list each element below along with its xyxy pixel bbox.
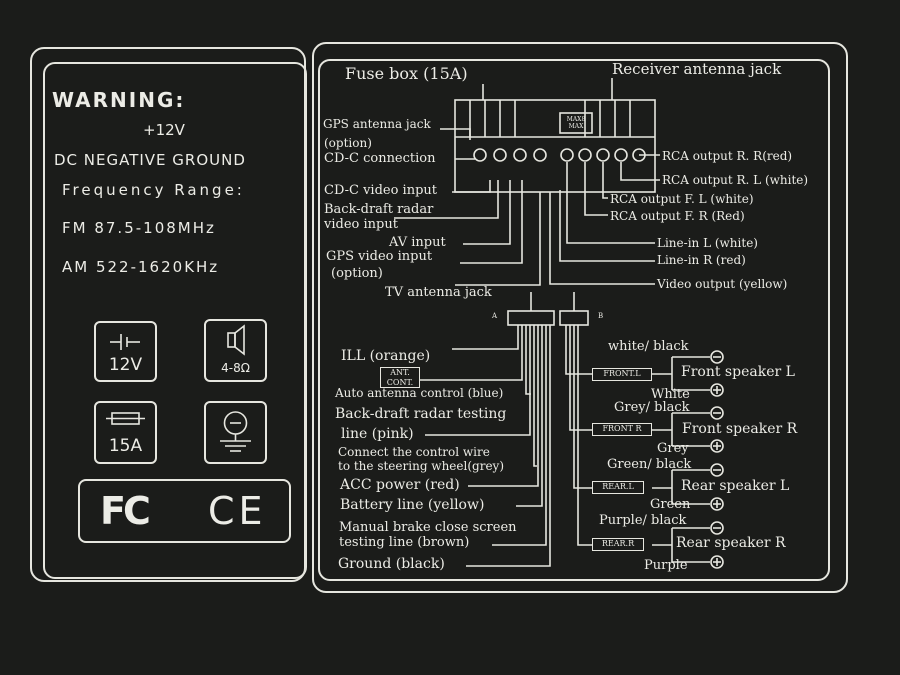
front-r-speaker-label: Front speaker R <box>682 421 798 437</box>
voltage-text: +12V <box>143 121 185 139</box>
rear-r-speaker-label: Rear speaker R <box>676 535 786 551</box>
steering-wire-label-2: to the steering wheel(grey) <box>338 459 505 473</box>
rca-rr-label: RCA output R. R(red) <box>662 149 793 163</box>
rca-fr-label: RCA output F. R (Red) <box>610 209 745 223</box>
battery-icon <box>110 334 140 350</box>
rca-rl-label: RCA output R. L (white) <box>662 173 809 187</box>
line-in-r-label: Line-in R (red) <box>657 253 746 267</box>
fm-range-text: FM 87.5-108MHz <box>62 219 216 237</box>
minus-icon <box>710 463 724 477</box>
minus-icon <box>710 350 724 364</box>
gps-video-option-label: (option) <box>331 266 383 281</box>
harness-a-wires <box>420 325 551 567</box>
connector-a-label: A <box>492 312 498 320</box>
fcc-logo: FC <box>100 489 151 533</box>
rear-r-tag: REAR.R <box>592 538 644 551</box>
minus-icon <box>710 521 724 535</box>
warning-title: WARNING: <box>52 88 186 112</box>
radar-video-label-1: Back-draft radar <box>324 202 434 217</box>
front-l-speaker-label: Front speaker L <box>681 364 795 380</box>
minus-icon <box>710 406 724 420</box>
rear-r-pos-label: Purple <box>644 558 688 573</box>
auto-antenna-wire-label: Auto antenna control (blue) <box>335 386 504 400</box>
ground-wire-label: Ground (black) <box>338 556 445 572</box>
frequency-range-text: Frequency Range: <box>62 181 245 199</box>
speaker-brackets <box>652 356 710 563</box>
certification-box: FC CE <box>78 479 291 543</box>
plus-icon <box>710 555 724 569</box>
cdc-connection-label: CD-C connection <box>324 151 436 166</box>
rear-l-tag: REAR.L <box>592 481 644 494</box>
speaker-icon-box: 4-8Ω <box>204 319 267 382</box>
battery-voltage-label: 12V <box>108 355 143 375</box>
plus-icon <box>710 439 724 453</box>
battery-icon-box: 12V <box>94 321 157 382</box>
rca-fl-label: RCA output F. L (white) <box>610 192 754 206</box>
tv-antenna-label: TV antenna jack <box>385 285 492 300</box>
acc-power-wire-label: ACC power (red) <box>340 477 460 493</box>
am-range-text: AM 522-1620KHz <box>62 258 220 276</box>
fuse-box-label: Fuse box (15A) <box>345 64 468 83</box>
gps-antenna-option-label: (option) <box>324 136 372 150</box>
rear-r-neg-label: Purple/ black <box>599 513 687 528</box>
line-in-l-label: Line-in L (white) <box>657 236 758 250</box>
speaker-icon <box>227 324 245 356</box>
rear-l-pos-label: Green <box>650 497 691 512</box>
max-label: MAX8 MAX <box>566 116 586 130</box>
wiring-inner-panel <box>318 59 830 581</box>
ground-symbol-icon <box>220 411 251 452</box>
heatsink-fins <box>469 100 631 137</box>
front-l-tag: FRONT.L <box>592 368 652 381</box>
gps-video-input-label: GPS video input <box>326 249 433 264</box>
plus-icon <box>710 497 724 511</box>
ill-wire-label: ILL (orange) <box>341 348 431 364</box>
plus-icon <box>710 383 724 397</box>
fuse-icon <box>106 412 145 425</box>
cdc-video-input-label: CD-C video input <box>324 183 438 198</box>
ce-logo: CE <box>208 489 267 533</box>
ant-cont-tag: ANT. CONT. <box>380 367 420 388</box>
radar-video-label-2: video input <box>324 217 398 232</box>
rear-l-neg-label: Green/ black <box>607 457 692 472</box>
ground-text: DC NEGATIVE GROUND <box>54 151 246 169</box>
front-l-pos-label: White <box>651 387 690 402</box>
harness-b-wires <box>565 325 592 546</box>
receiver-antenna-label: Receiver antenna jack <box>612 60 782 78</box>
gps-antenna-label: GPS antenna jack <box>323 117 431 131</box>
spec-inner-panel <box>43 62 307 579</box>
steering-wire-label-1: Connect the control wire <box>338 445 490 459</box>
radar-testing-wire-label-1: Back-draft radar testing <box>335 406 507 422</box>
av-input-label: AV input <box>389 235 446 250</box>
fuse-icon-box: 15A <box>94 401 157 464</box>
connector-b-label: B <box>598 312 604 320</box>
ground-icon-box <box>204 401 267 464</box>
brake-wire-label-2: testing line (brown) <box>339 535 470 550</box>
front-l-neg-label: white/ black <box>608 339 689 354</box>
wiring-panel <box>312 42 848 593</box>
fuse-rating-label: 15A <box>108 436 143 456</box>
rear-l-speaker-label: Rear speaker L <box>681 478 790 494</box>
front-r-pos-label: Grey <box>657 441 689 456</box>
front-r-tag: FRONT R <box>592 423 652 436</box>
front-r-neg-label: Grey/ black <box>614 400 690 415</box>
speaker-impedance-label: 4-8Ω <box>221 361 250 375</box>
radar-testing-wire-label-2: line (pink) <box>341 426 414 442</box>
battery-wire-label: Battery line (yellow) <box>340 497 485 513</box>
brake-wire-label-1: Manual brake close screen <box>339 520 517 535</box>
video-output-label: Video output (yellow) <box>657 277 788 291</box>
